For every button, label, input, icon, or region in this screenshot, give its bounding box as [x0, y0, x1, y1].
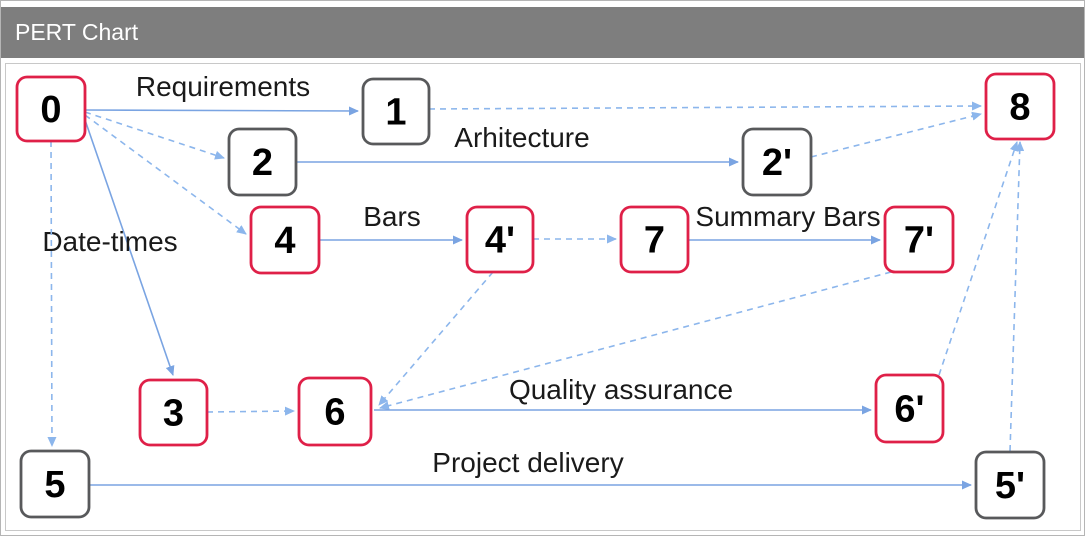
pert-node-6[interactable]: 6 [297, 376, 373, 447]
node-label-4p: 4' [485, 220, 515, 262]
node-label-7p: 7' [904, 220, 934, 262]
node-label-5p: 5' [995, 465, 1025, 507]
pert-node-7[interactable]: 7 [619, 205, 690, 274]
pert-node-7p[interactable]: 7' [883, 205, 955, 274]
node-label-6p: 6' [894, 389, 924, 431]
window-title-bar: PERT Chart [1, 7, 1084, 58]
pert-node-4[interactable]: 4 [249, 205, 321, 275]
node-label-2: 2 [252, 142, 273, 184]
edge-label-7-7p: Summary Bars [695, 201, 880, 232]
edge-6p-8[interactable] [938, 141, 1019, 376]
pert-node-1[interactable]: 1 [361, 77, 431, 146]
node-label-6: 6 [324, 392, 345, 434]
edge-label-0-3: Date-times [42, 226, 177, 257]
pert-node-4p[interactable]: 4' [465, 205, 535, 274]
edge-2p-8[interactable] [810, 111, 982, 158]
edge-label-0-1: Requirements [136, 71, 310, 102]
pert-node-5[interactable]: 5 [19, 449, 91, 519]
edge-0-1[interactable] [84, 106, 359, 116]
page-title: PERT Chart [15, 19, 139, 45]
node-label-4: 4 [274, 220, 295, 262]
pert-node-2[interactable]: 2 [227, 127, 298, 197]
node-label-8: 8 [1009, 87, 1030, 129]
node-label-1: 1 [385, 92, 406, 134]
node-label-5: 5 [44, 464, 65, 506]
pert-node-8[interactable]: 8 [984, 72, 1056, 141]
edge-0-5[interactable] [47, 140, 57, 447]
node-label-3: 3 [163, 393, 184, 435]
pert-node-5p[interactable]: 5' [974, 450, 1046, 520]
edge-3-6[interactable] [206, 406, 295, 416]
pert-node-3[interactable]: 3 [138, 378, 209, 447]
node-label-7: 7 [644, 220, 665, 262]
edge-label-2-2p: Arhitecture [454, 122, 589, 153]
edge-4p-6[interactable] [378, 271, 494, 406]
edge-label-6-6p: Quality assurance [509, 374, 733, 405]
node-label-2p: 2' [762, 142, 792, 184]
pert-node-0[interactable]: 0 [15, 75, 87, 143]
chart-area [5, 63, 1081, 531]
edge-label-4-4p: Bars [363, 201, 421, 232]
pert-node-2p[interactable]: 2' [741, 127, 813, 197]
edge-5p-8[interactable] [1009, 141, 1025, 452]
edge-0-3[interactable] [83, 116, 175, 376]
pert-node-6p[interactable]: 6' [874, 373, 945, 444]
edge-7p-6[interactable] [379, 271, 892, 411]
node-label-0: 0 [40, 89, 61, 131]
edge-0-2[interactable] [84, 111, 225, 160]
edge-0-4[interactable] [84, 114, 247, 235]
edge-label-5-5p: Project delivery [432, 447, 623, 478]
edge-1-8[interactable] [428, 101, 982, 111]
